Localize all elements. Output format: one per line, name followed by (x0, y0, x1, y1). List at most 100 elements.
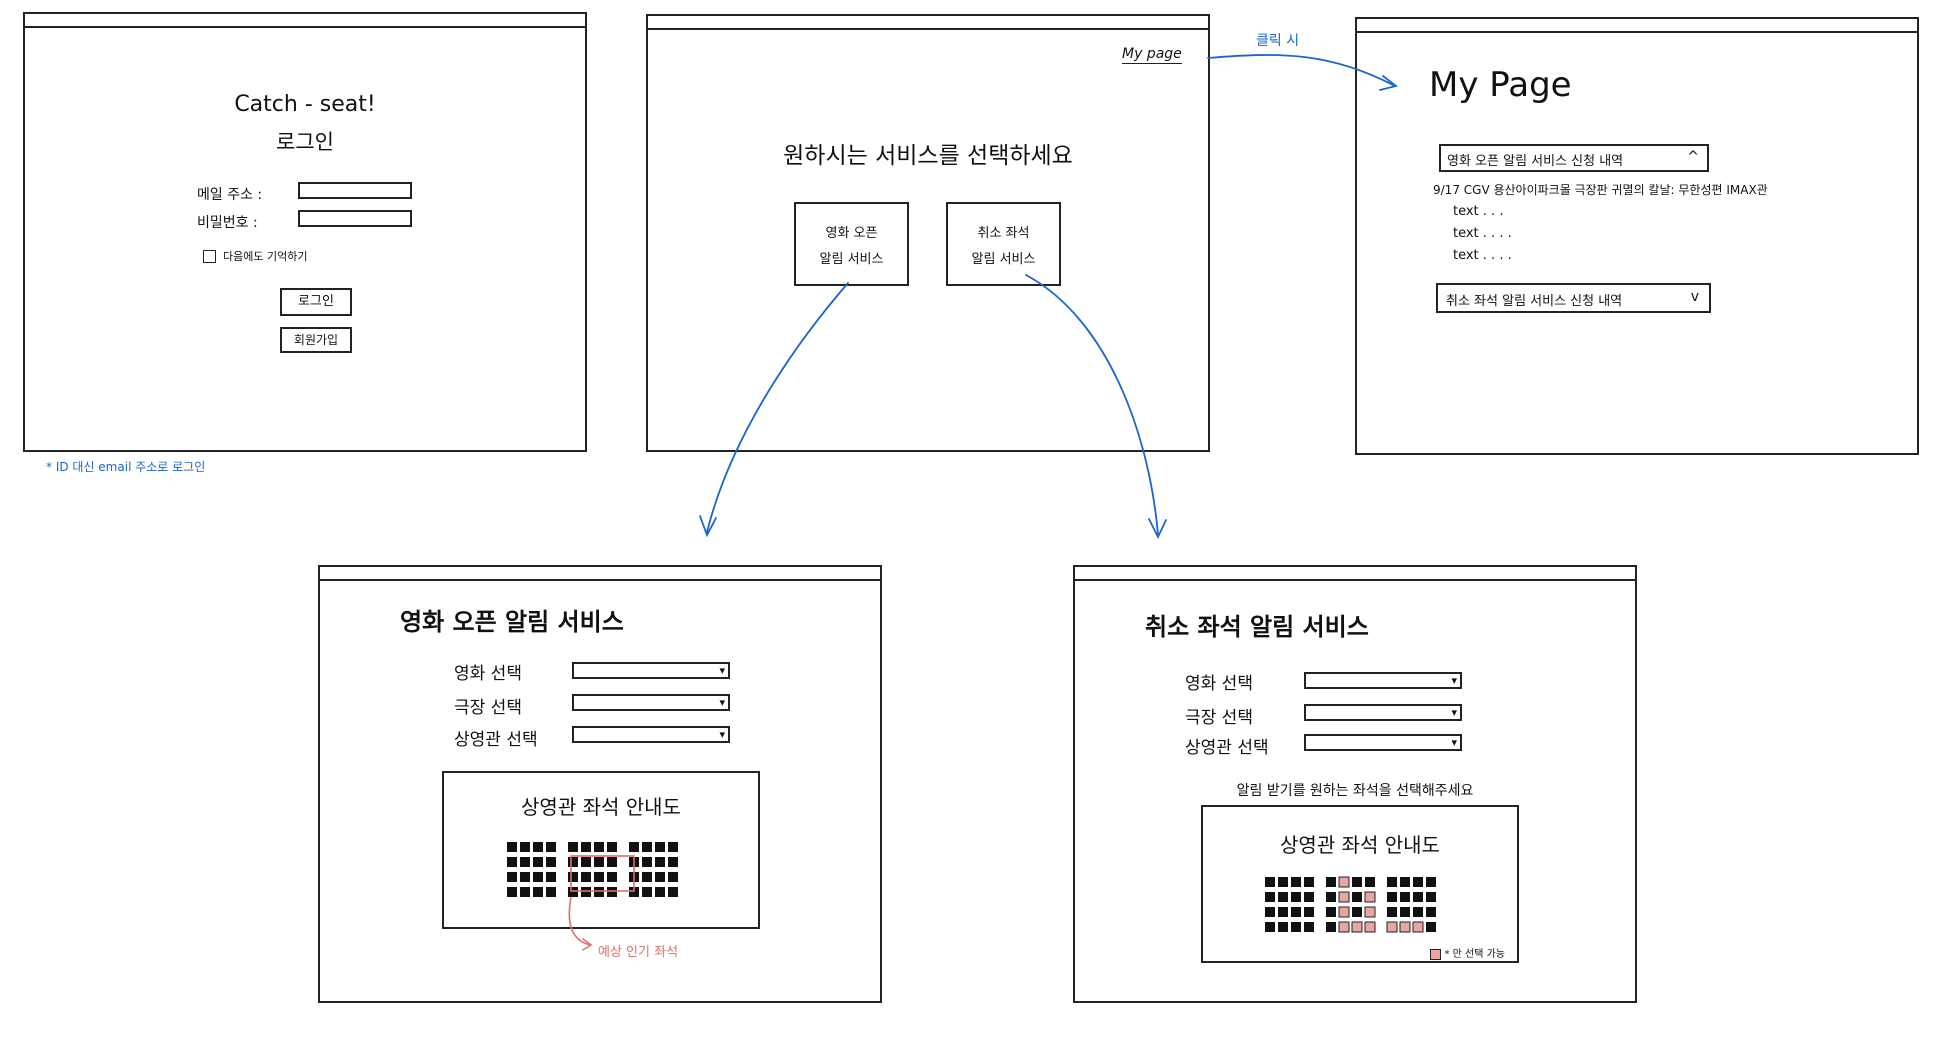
seat[interactable] (655, 857, 665, 867)
seat-selectable[interactable] (1338, 906, 1350, 918)
seat-selectable[interactable] (1338, 921, 1350, 933)
seat[interactable] (668, 887, 678, 897)
seat-selectable[interactable] (1364, 906, 1376, 918)
seat[interactable] (546, 842, 556, 852)
seat[interactable] (1426, 877, 1436, 887)
seat[interactable] (1304, 907, 1314, 917)
seat[interactable] (1426, 892, 1436, 902)
seat[interactable] (1326, 892, 1336, 902)
seat[interactable] (1387, 907, 1397, 917)
seat[interactable] (1400, 892, 1410, 902)
seat[interactable] (594, 857, 604, 867)
seat[interactable] (546, 872, 556, 882)
seat[interactable] (546, 857, 556, 867)
seat-selectable[interactable] (1386, 921, 1398, 933)
seat[interactable] (1365, 877, 1375, 887)
seat[interactable] (1326, 877, 1336, 887)
seat[interactable] (520, 842, 530, 852)
seat-selectable[interactable] (1351, 921, 1363, 933)
seat[interactable] (568, 842, 578, 852)
seat[interactable] (1400, 907, 1410, 917)
screen-select[interactable]: ▾ (572, 726, 730, 743)
seat[interactable] (1278, 922, 1288, 932)
seat[interactable] (533, 857, 543, 867)
seat[interactable] (1278, 877, 1288, 887)
seat[interactable] (594, 842, 604, 852)
seat[interactable] (507, 857, 517, 867)
seat[interactable] (533, 842, 543, 852)
seat[interactable] (1326, 907, 1336, 917)
seat[interactable] (1387, 892, 1397, 902)
remember-checkbox[interactable] (203, 250, 216, 263)
mypage-link[interactable]: My page (1122, 46, 1182, 64)
theater-select[interactable]: ▾ (572, 694, 730, 711)
seat[interactable] (1387, 877, 1397, 887)
seat[interactable] (1326, 922, 1336, 932)
seat[interactable] (1265, 877, 1275, 887)
theater-select[interactable]: ▾ (1304, 704, 1462, 721)
seat[interactable] (1265, 892, 1275, 902)
seat[interactable] (581, 842, 591, 852)
seat[interactable] (568, 872, 578, 882)
seat[interactable] (568, 857, 578, 867)
seat[interactable] (594, 887, 604, 897)
seat[interactable] (520, 872, 530, 882)
seat[interactable] (668, 857, 678, 867)
seat[interactable] (1413, 877, 1423, 887)
seat[interactable] (1265, 907, 1275, 917)
cancel-history-dropdown[interactable]: 취소 좌석 알림 서비스 신청 내역 v (1436, 283, 1711, 313)
seat[interactable] (1304, 922, 1314, 932)
seat[interactable] (655, 842, 665, 852)
seat[interactable] (1413, 907, 1423, 917)
seat[interactable] (642, 857, 652, 867)
seat-selectable[interactable] (1364, 891, 1376, 903)
seat[interactable] (581, 887, 591, 897)
seat[interactable] (642, 872, 652, 882)
cancel-alert-service-button[interactable]: 취소 좌석 알림 서비스 (946, 202, 1061, 286)
seat[interactable] (520, 857, 530, 867)
seat[interactable] (607, 857, 617, 867)
seat-selectable[interactable] (1412, 921, 1424, 933)
seat[interactable] (507, 887, 517, 897)
seat[interactable] (533, 887, 543, 897)
signup-button[interactable]: 회원가입 (280, 327, 352, 353)
seat[interactable] (581, 857, 591, 867)
seat[interactable] (1291, 892, 1301, 902)
seat[interactable] (668, 842, 678, 852)
open-history-dropdown[interactable]: 영화 오픈 알림 서비스 신청 내역 ^ (1439, 144, 1709, 172)
seat[interactable] (607, 872, 617, 882)
seat[interactable] (1352, 892, 1362, 902)
seat-selectable[interactable] (1338, 876, 1350, 888)
login-button[interactable]: 로그인 (280, 288, 352, 316)
seat[interactable] (1291, 907, 1301, 917)
seat[interactable] (629, 887, 639, 897)
seat[interactable] (507, 872, 517, 882)
seat[interactable] (1426, 907, 1436, 917)
screen-select[interactable]: ▾ (1304, 734, 1462, 751)
seat[interactable] (668, 872, 678, 882)
seat[interactable] (1426, 922, 1436, 932)
seat[interactable] (581, 872, 591, 882)
seat[interactable] (642, 887, 652, 897)
seat[interactable] (1291, 877, 1301, 887)
seat[interactable] (1352, 907, 1362, 917)
email-field[interactable] (298, 182, 412, 199)
seat[interactable] (607, 842, 617, 852)
seat[interactable] (533, 872, 543, 882)
seat[interactable] (1413, 892, 1423, 902)
seat[interactable] (1278, 892, 1288, 902)
seat[interactable] (507, 842, 517, 852)
seat[interactable] (1278, 907, 1288, 917)
seat[interactable] (1291, 922, 1301, 932)
seat[interactable] (568, 887, 578, 897)
seat[interactable] (655, 872, 665, 882)
seat[interactable] (629, 842, 639, 852)
movie-select[interactable]: ▾ (1304, 672, 1462, 689)
seat[interactable] (607, 887, 617, 897)
movie-select[interactable]: ▾ (572, 662, 730, 679)
seat[interactable] (642, 842, 652, 852)
seat-selectable[interactable] (1364, 921, 1376, 933)
seat[interactable] (546, 887, 556, 897)
seat[interactable] (1352, 877, 1362, 887)
password-field[interactable] (298, 210, 412, 227)
